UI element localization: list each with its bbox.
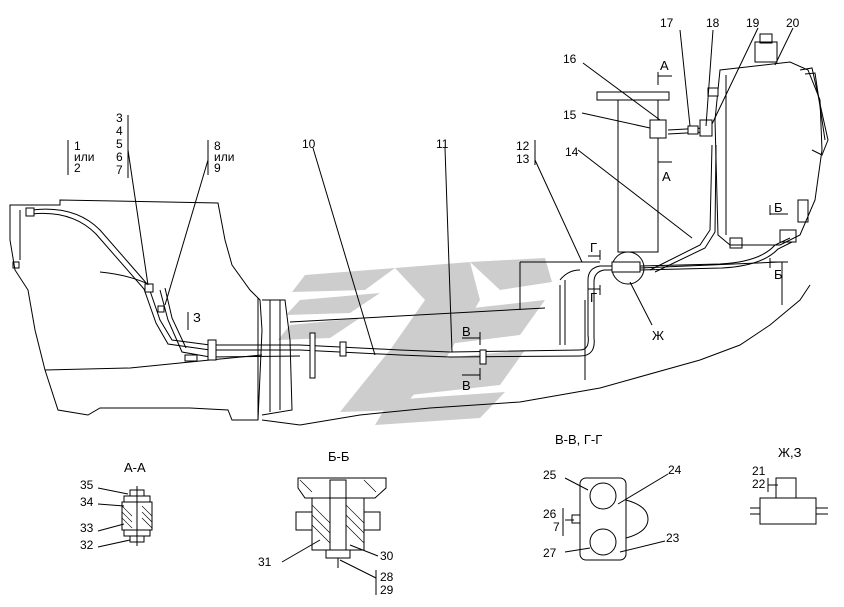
callout-8-or: или [214,150,234,164]
callout-30: 30 [380,549,394,563]
section-b-bottom: Б [774,267,783,282]
callout-1: 1 [74,139,81,153]
callout-4: 4 [116,124,123,138]
main-section-letters: А А Б Б Г Г В В Ж З [193,58,783,393]
callout-34: 34 [80,495,94,509]
callout-5: 5 [116,137,123,151]
section-a-bottom: А [662,169,671,184]
callout-20: 20 [786,16,800,30]
pipe-fittings [25,207,487,379]
main-callouts: 1 или 2 3 4 5 6 7 8 или 9 10 11 12 13 14… [74,16,800,177]
callout-18: 18 [706,16,720,30]
callout-22: 22 [752,477,766,491]
callout-1-or: или [74,150,94,164]
callout-16: 16 [563,52,577,66]
view-bb: Б-Б 31 30 28 29 [258,449,394,597]
section-g-top: Г [590,240,597,255]
callout-13: 13 [516,152,530,166]
callout-32: 32 [80,538,94,552]
callout-9: 9 [214,161,221,175]
callout-24: 24 [668,463,682,477]
callout-2: 2 [74,161,81,175]
view-zh-z-title: Ж,З [778,445,802,460]
view-bb-title: Б-Б [328,449,349,464]
callout-19: 19 [746,16,760,30]
callout-17: 17 [660,16,674,30]
section-g-bottom: Г [590,290,597,305]
callout-35: 35 [80,478,94,492]
view-vv-gg: В-В, Г-Г 25 24 26 7 27 23 [543,432,682,561]
view-aa: А-А 35 34 33 32 [80,460,153,552]
callout-7-detail: 7 [553,520,560,534]
callout-12: 12 [516,139,530,153]
detail-zh-label: Ж [652,328,664,343]
detail-z-label: З [193,310,201,325]
callout-11: 11 [436,137,449,151]
watermark-logo [278,258,552,425]
callout-6: 6 [116,150,123,164]
callout-25: 25 [543,468,557,482]
callout-33: 33 [80,521,94,535]
view-vv-gg-title: В-В, Г-Г [555,432,602,447]
callout-27: 27 [543,546,557,560]
section-marks [187,72,788,380]
callout-31: 31 [258,555,272,569]
detail-zh-circle [611,251,653,326]
oil-tank [714,33,829,249]
view-zh-z: Ж,З 21 22 [750,445,828,525]
section-v-top: В [462,324,471,339]
callout-15: 15 [563,108,577,122]
section-a-top: А [660,58,669,73]
callout-10: 10 [302,137,316,151]
callout-28: 28 [380,570,394,584]
callout-14: 14 [565,145,579,159]
callout-3: 3 [116,111,123,125]
callout-23: 23 [666,531,680,545]
view-aa-title: А-А [124,460,146,475]
callout-8: 8 [214,139,221,153]
callout-21: 21 [752,464,766,478]
section-v-bottom: В [462,378,471,393]
filter-column [596,87,719,253]
leader-lines [67,27,794,356]
callout-7: 7 [116,163,123,177]
callout-26: 26 [543,507,557,521]
section-b-top: Б [774,200,783,215]
callout-29: 29 [380,583,394,597]
